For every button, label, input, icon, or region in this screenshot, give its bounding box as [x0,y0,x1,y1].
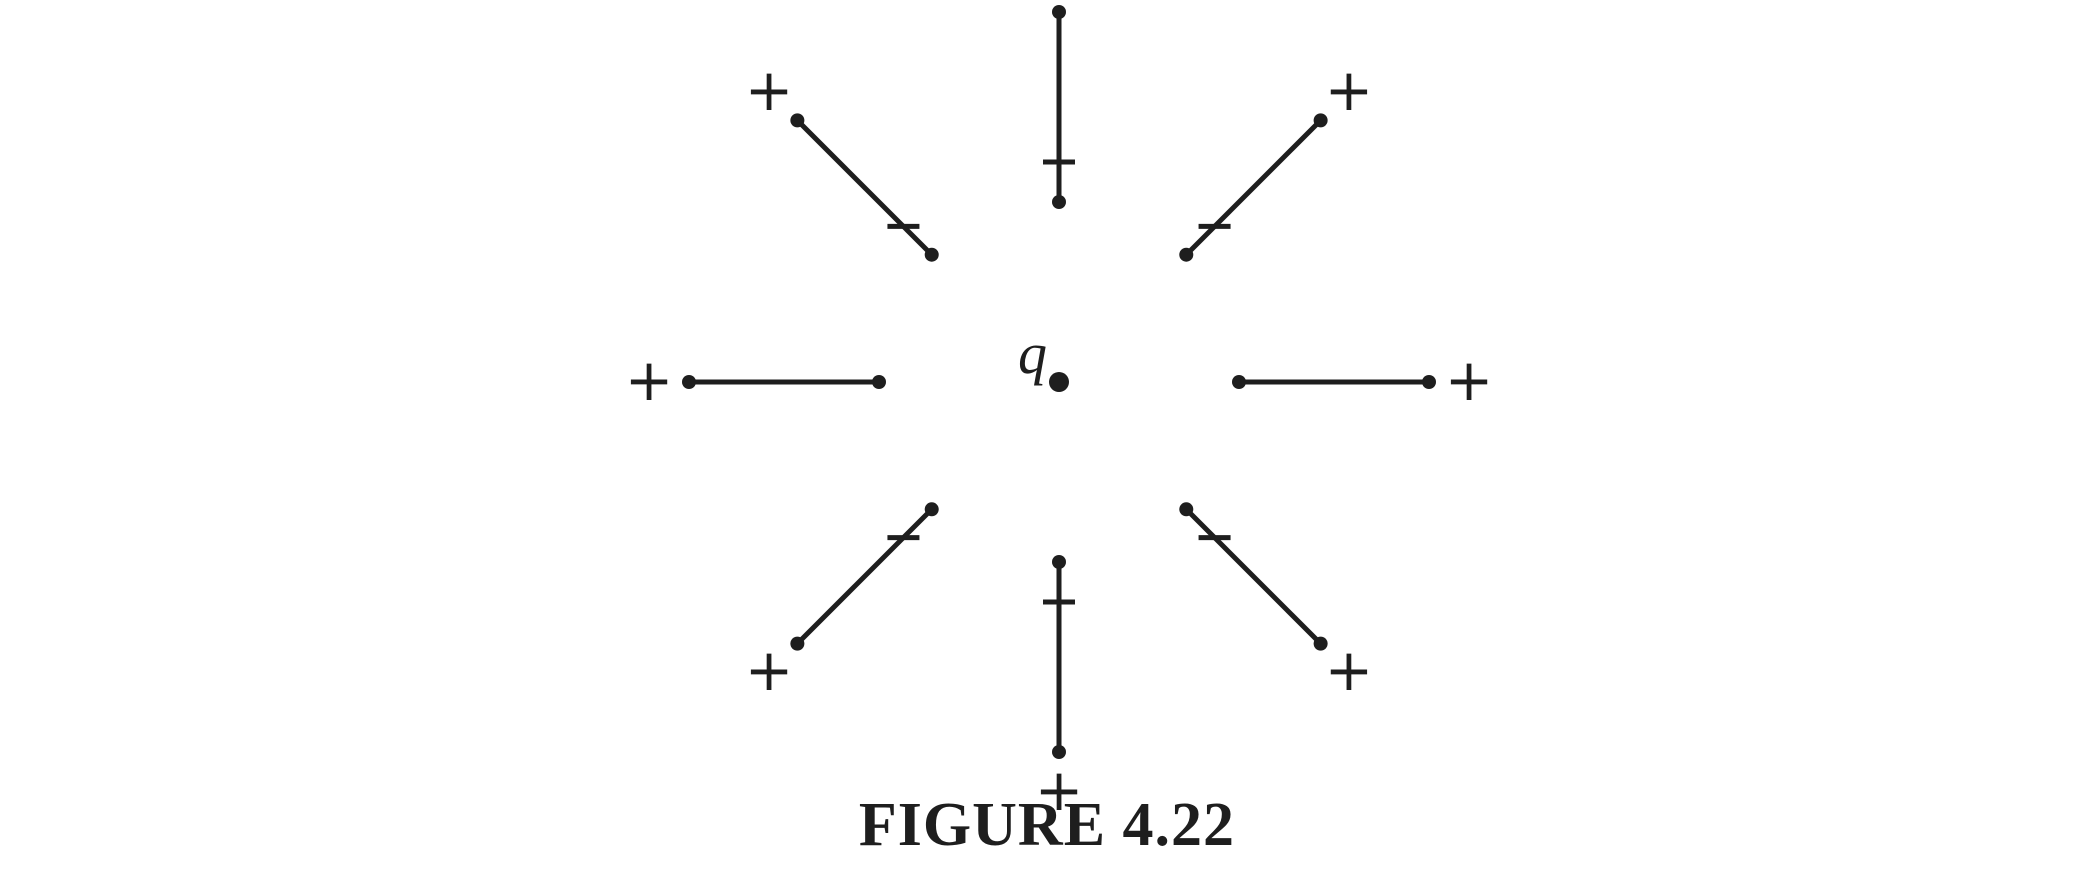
plus-sign-south: + [1035,756,1084,824]
dipole-outer-end-east [1422,375,1436,389]
dipole-outer-end-north [1052,5,1066,19]
figure-caption: FIGURE 4.22 [858,791,1236,859]
dipole-line-south-east [1184,507,1323,646]
dipole-inner-end-west [872,375,886,389]
dipole-inner-end-south-east [1179,502,1194,517]
dipole-inner-end-north-east [1179,247,1194,262]
central-charge [1049,372,1069,392]
dipole-outer-end-north-east [1313,113,1328,128]
plus-sign-south-east: + [1325,636,1374,704]
dipole-inner-end-north-west [924,247,939,262]
charge-label-q: q [1018,321,1047,386]
dipole-outer-end-south-west [790,636,805,651]
dipole-line-north-west [795,118,934,257]
plus-sign-west: + [625,346,674,414]
dipole-inner-end-east [1232,375,1246,389]
dipole-outer-end-south [1052,745,1066,759]
plus-sign-north-west: + [745,56,794,124]
dipole-inner-end-south-west [924,502,939,517]
dipole-outer-end-west [682,375,696,389]
dipole-outer-end-south-east [1313,636,1328,651]
polarized-dipoles: + + + + + + + + [625,0,1494,824]
dipole-inner-end-north [1052,195,1066,209]
plus-sign-north: + [1035,0,1084,4]
dipole-inner-end-south [1052,555,1066,569]
dipole-line-north-east [1184,118,1323,257]
dipole-outer-end-north-west [790,113,805,128]
dipole-line-south-west [795,507,934,646]
plus-sign-east: + [1445,346,1494,414]
plus-sign-south-west: + [745,636,794,704]
plus-sign-north-east: + [1325,56,1374,124]
